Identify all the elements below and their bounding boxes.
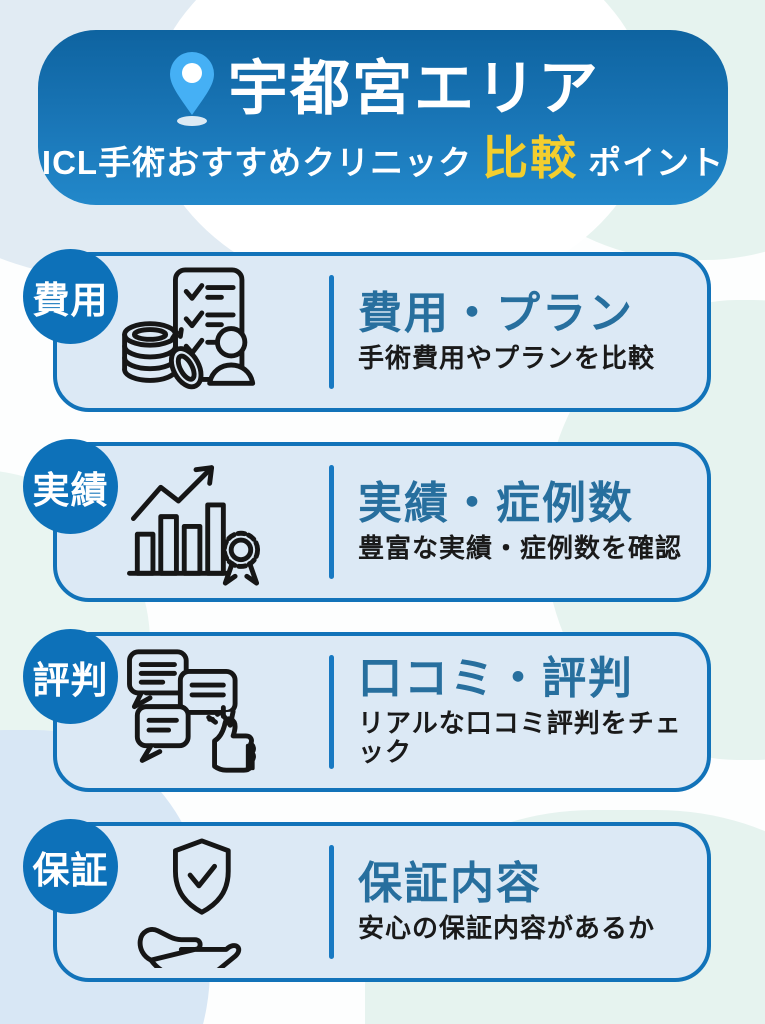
card-cost: 費用・プラン 手術費用やプランを比較 [53,252,711,412]
point-row-cost: 費用 [0,249,765,412]
header-subtitle: ICL手術おすすめクリニック 比較 ポイント [42,135,724,184]
card-desc-results: 豊富な実績・症例数を確認 [358,532,683,563]
point-row-reviews: 評判 [0,629,765,792]
card-reviews: 口コミ・評判 リアルな口コミ評判をチェック [53,632,711,792]
badge-cost: 費用 [23,249,118,344]
hand-shield-icon [101,832,289,972]
speech-bubbles-thumbsup-icon [101,642,289,782]
badge-reviews: 評判 [23,629,118,724]
header-title-row: 宇都宮エリア [166,51,600,127]
card-title-reviews: 口コミ・評判 [358,654,634,704]
badge-results: 実績 [23,439,118,534]
subtitle-prefix: ICL手術おすすめクリニック [41,144,473,181]
growth-chart-medal-icon [101,452,289,592]
card-title-guarantee: 保証内容 [358,858,542,908]
card-title-results: 実績・症例数 [358,478,634,528]
card-divider [329,845,334,959]
point-row-guarantee: 保証 保証内容 安心の保証内容があるか [0,819,765,982]
card-divider [329,465,334,579]
header-banner: 宇都宮エリア ICL手術おすすめクリニック 比較 ポイント [38,30,728,205]
badge-guarantee: 保証 [23,819,118,914]
card-title-cost: 費用・プラン [358,288,634,338]
card-divider [329,275,334,389]
card-results: 実績・症例数 豊富な実績・症例数を確認 [53,442,711,602]
card-desc-guarantee: 安心の保証内容があるか [358,912,656,943]
point-row-results: 実績 実績・症例数 豊富な実績・症例数を確認 [0,439,765,602]
card-divider [329,655,334,769]
location-pin-icon [170,52,214,126]
card-desc-cost: 手術費用やプランを比較 [358,342,656,373]
card-guarantee: 保証内容 安心の保証内容があるか [53,822,711,982]
coins-checklist-icon [101,262,289,402]
area-title: 宇都宮エリア [228,55,600,122]
card-desc-reviews: リアルな口コミ評判をチェック [358,708,682,767]
subtitle-highlight: 比較 [482,132,579,184]
subtitle-suffix: ポイント [588,144,725,181]
